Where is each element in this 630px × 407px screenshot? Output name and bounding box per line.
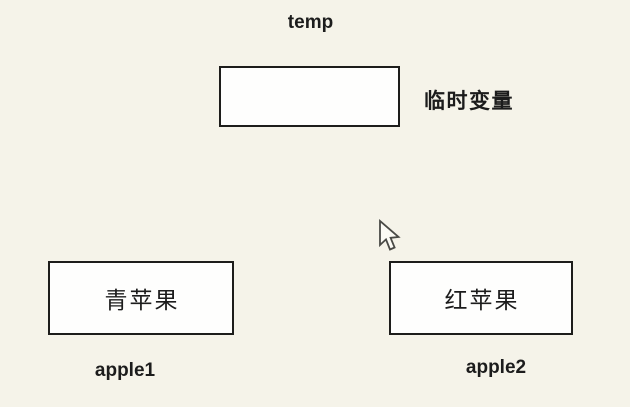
apple1-variable-label: apple1	[94, 360, 156, 381]
apple1-variable-box: 青苹果	[48, 261, 234, 335]
apple1-box-value: 青苹果	[104, 287, 180, 313]
apple2-box-value: 红苹果	[444, 287, 520, 313]
apple2-variable-label: apple2	[465, 357, 527, 378]
temp-variable-caption: 临时变量	[424, 90, 514, 113]
temp-variable-label: temp	[287, 12, 334, 33]
temp-variable-box	[219, 66, 400, 127]
apple2-variable-box: 红苹果	[389, 261, 573, 335]
mouse-cursor-icon	[379, 219, 401, 251]
